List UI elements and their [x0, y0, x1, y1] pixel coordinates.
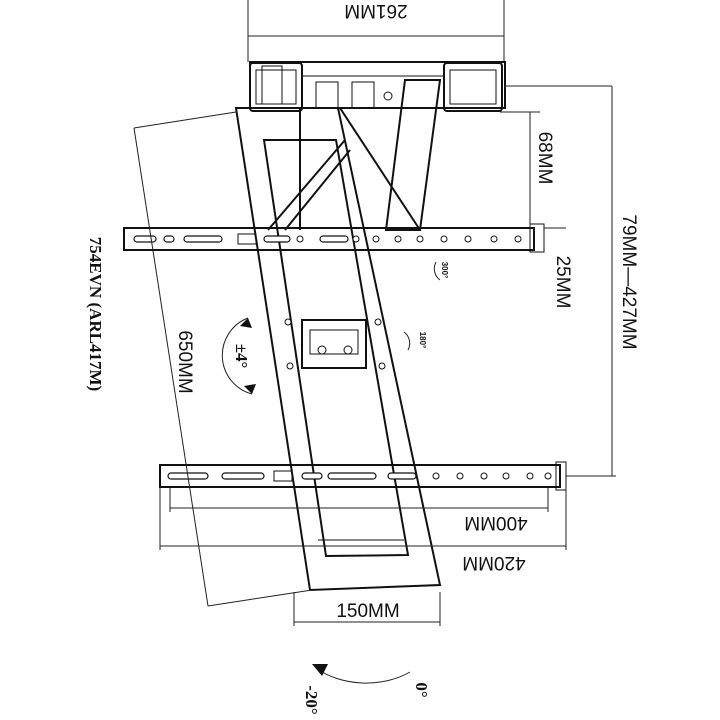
vesa-rail-lower	[159, 461, 567, 491]
model-number: 754EVN (ARL417M)	[86, 237, 105, 391]
spacing-label: 25MM	[552, 256, 573, 309]
articulating-arms	[234, 79, 442, 592]
diagonal-label: 650MM	[174, 330, 195, 393]
swivel-180: 180°	[403, 331, 427, 351]
tilt-zero-label: 0°	[412, 682, 431, 697]
inner-width-label: 400MM	[464, 512, 527, 533]
extension-label: 79MM—427MM	[618, 214, 639, 349]
outer-width-label: 420MM	[462, 552, 525, 573]
dimension-depth: 68MM	[500, 85, 612, 228]
top-width-label: 261MM	[344, 0, 407, 21]
tilt-plate	[284, 318, 386, 370]
tilt-range: 0° -20°	[302, 664, 431, 715]
tilt-angle-label: ±4°	[232, 344, 251, 369]
swivel-300-label: 300°	[440, 262, 449, 279]
dimension-outer-width: 420MM	[159, 488, 567, 573]
dimension-spacing: 25MM	[544, 227, 573, 309]
dimension-top-width: 261MM	[247, 0, 505, 62]
depth-label: 68MM	[534, 132, 555, 185]
vesa-rail-upper	[123, 223, 545, 253]
base-width-label: 150MM	[336, 601, 399, 622]
tilt-angle: ±4°	[221, 317, 256, 395]
dimension-inner-width: 400MM	[169, 488, 549, 533]
dimension-diagonal: 650MM	[133, 111, 313, 607]
dimension-extension: 79MM—427MM	[566, 86, 639, 477]
wall-plate	[249, 61, 506, 112]
swivel-300: 300°	[433, 262, 449, 281]
dimension-base-width: 150MM	[293, 592, 441, 626]
tilt-down-label: -20°	[302, 685, 321, 714]
swivel-180-label: 180°	[418, 332, 427, 349]
